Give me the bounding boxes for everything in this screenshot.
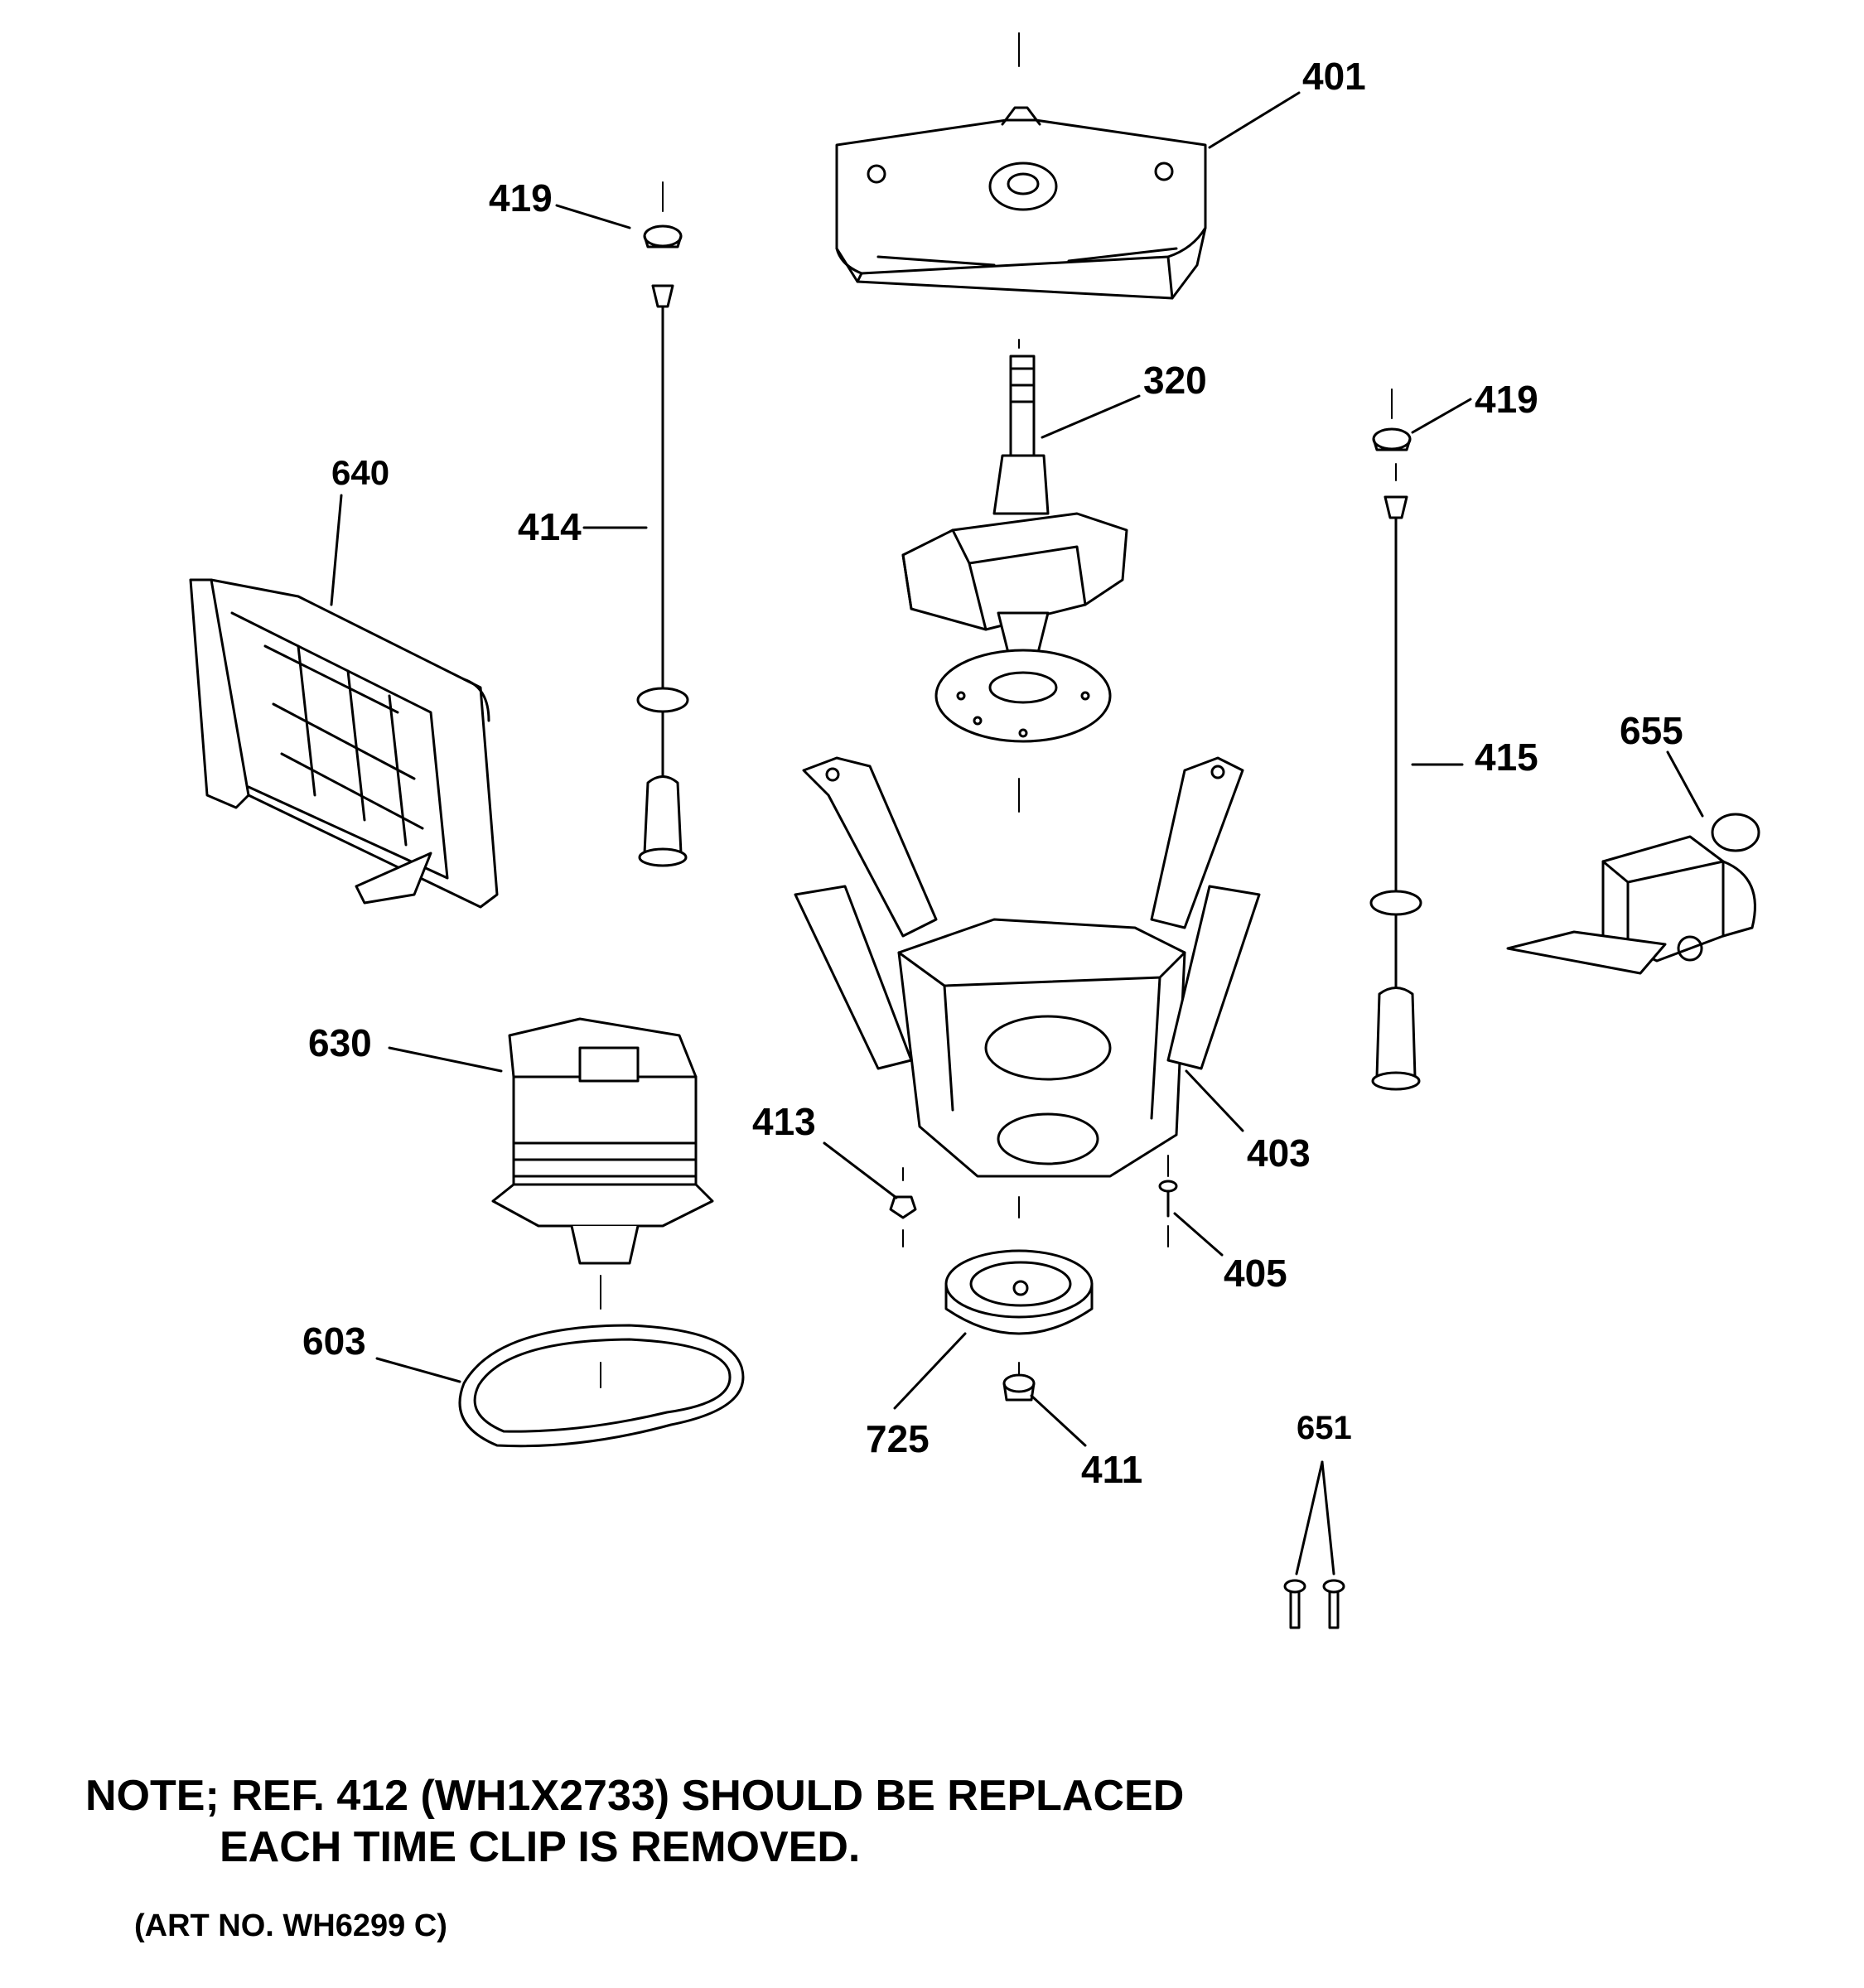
part-413-nut	[889, 1195, 917, 1219]
part-419-left-cap	[643, 224, 683, 248]
callout-630: 630	[308, 1021, 372, 1064]
part-640-frame	[189, 578, 499, 909]
callout-413: 413	[752, 1100, 816, 1143]
callout-640: 640	[331, 453, 389, 492]
callout-320: 320	[1143, 359, 1207, 402]
callout-414: 414	[518, 505, 582, 548]
part-630-motor	[491, 1017, 714, 1265]
part-651-screws	[1283, 1579, 1345, 1629]
part-415-suspension-rod	[1369, 495, 1422, 1091]
alignment-lines	[600, 32, 1397, 1388]
part-655-pump	[1506, 813, 1760, 975]
part-405-screw	[1158, 1180, 1178, 1218]
part-401-tub-cover	[835, 106, 1207, 300]
leader-lines	[330, 91, 1704, 1575]
note-line-2: EACH TIME CLIP IS REMOVED.	[220, 1823, 861, 1871]
callout-603: 603	[302, 1320, 366, 1363]
art-number: (ART NO. WH6299 C)	[134, 1908, 447, 1943]
callout-411: 411	[1081, 1448, 1142, 1491]
callout-401: 401	[1302, 55, 1366, 98]
part-603-belt	[458, 1324, 745, 1448]
part-403-suspension-bracket	[794, 756, 1261, 1178]
part-320-transmission	[901, 355, 1128, 743]
callout-415: 415	[1475, 736, 1538, 779]
callout-419-right: 419	[1475, 378, 1538, 421]
callout-725: 725	[866, 1417, 930, 1460]
part-419-right-cap	[1372, 427, 1412, 451]
part-725-pulley	[944, 1249, 1094, 1335]
callout-655: 655	[1620, 709, 1683, 752]
note-line-1: NOTE; REF. 412 (WH1X2733) SHOULD BE REPL…	[85, 1772, 1185, 1820]
callout-403: 403	[1247, 1132, 1311, 1175]
callout-419-left: 419	[489, 176, 553, 220]
part-411-nut	[1002, 1373, 1036, 1402]
callout-405: 405	[1224, 1252, 1287, 1295]
part-414-suspension-rod	[636, 284, 689, 867]
callout-651: 651	[1297, 1410, 1352, 1446]
